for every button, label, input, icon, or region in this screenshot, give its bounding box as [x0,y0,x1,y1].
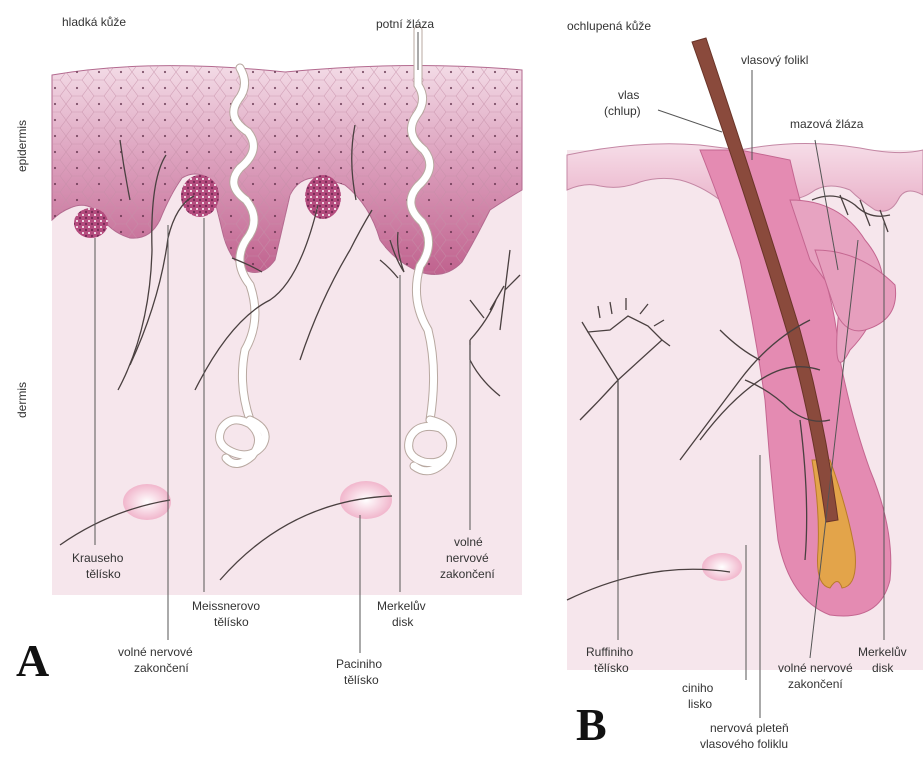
label-meissner-2: tělísko [214,615,249,629]
label-free-endings-b-1: volné nervové [778,661,853,675]
label-hair-follicle: vlasový folikl [741,53,808,67]
pacini-corpuscle-b [702,553,742,581]
heading-hairy-skin: ochlupená kůže [567,19,651,33]
heading-smooth-skin: hladká kůže [62,15,126,29]
label-nerve-plexus-1: nervová pleteň [710,721,789,735]
panel-letter-a: A [16,635,49,686]
pacini-corpuscle-a1 [123,484,171,520]
label-meissner-1: Meissnerovo [192,599,260,613]
label-free-endings-3: zakončení [440,567,495,581]
label-merkel-b-2: disk [872,661,894,675]
label-free-endings-b1: volné nervové [118,645,193,659]
panel-a: hladká kůže epidermis dermis potní žláza… [15,15,522,687]
label-free-endings-b-2: zakončení [788,677,843,691]
label-sebaceous-gland: mazová žláza [790,117,864,131]
label-epidermis: epidermis [15,120,29,172]
label-merkel-b-1: Merkelův [858,645,907,659]
panel-letter-b: B [576,699,607,750]
label-pacini-b-1: ciniho [682,681,714,695]
label-hair-1: vlas [618,88,639,102]
label-krause-1: Krauseho [72,551,124,565]
label-ruffini-2: tělísko [594,661,629,675]
label-pacini-1: Paciniho [336,657,382,671]
label-free-endings-2: nervové [446,551,489,565]
label-dermis: dermis [15,382,29,418]
label-pacini-2: tělísko [344,673,379,687]
label-merkel-2: disk [392,615,414,629]
pacini-corpuscle-a2 [340,481,392,519]
label-free-endings-b2: zakončení [134,661,189,675]
label-ruffini-1: Ruffiniho [586,645,633,659]
label-pacini-b-2: lisko [688,697,712,711]
label-free-endings-1: volné [454,535,483,549]
label-merkel-1: Merkelův [377,599,426,613]
label-nerve-plexus-2: vlasového folikl​u [700,737,788,751]
label-sweat-gland: potní žláza [376,17,434,31]
panel-b: ochlupená kůže vlas (chlup) vlasový foli… [567,19,923,751]
label-krause-2: tělísko [86,567,121,581]
label-hair-2: (chlup) [604,104,641,118]
